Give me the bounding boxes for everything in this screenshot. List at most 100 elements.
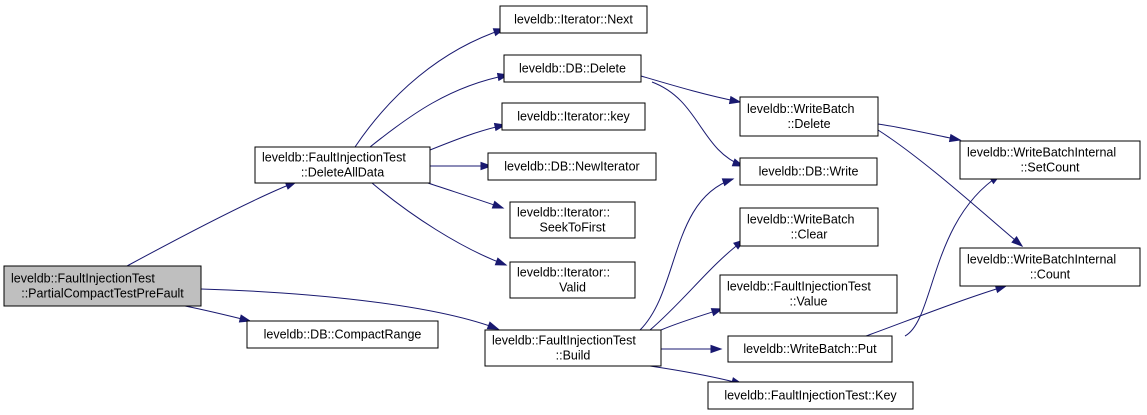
node-box [3,265,202,307]
edge-deletealldata-to-db_newiterator [430,161,493,171]
edge-line [371,182,507,266]
edge-db_delete-to-db_write [651,81,745,167]
node-label-line: leveldb::WriteBatchInternal [967,146,1116,160]
edge-line [126,181,297,267]
edge-root-to-compactrange [184,305,252,323]
edge-line [427,182,504,209]
node-label-line: leveldb::DB::CompactRange [264,328,422,342]
edge-build-to-fit_value [660,308,724,331]
node-db-newiterator[interactable]: leveldb::DB::NewIterator [487,152,657,181]
node-label-line: ::PartialCompactTestPreFault [21,287,184,301]
node-label-line: leveldb::WriteBatch::Put [743,342,877,356]
node-label-line: leveldb::WriteBatch [747,102,855,116]
node-box [739,207,879,247]
edge-line [651,81,744,167]
node-compactrange[interactable]: leveldb::DB::CompactRange [246,320,439,349]
node-label-line: leveldb::WriteBatch [747,213,855,227]
node-box [727,335,893,363]
edge-line [429,124,506,151]
node-label-line: leveldb::Iterator::Next [514,13,633,27]
arrowhead-icon [721,178,735,187]
edge-wb_delete-to-wbi_setcount [877,123,962,143]
edge-line [649,365,743,385]
node-wb-put[interactable]: leveldb::WriteBatch::Put [727,335,893,363]
node-label-line: ::Value [790,295,828,309]
node-box [484,329,662,367]
arrowhead-icon [1011,236,1024,247]
edge-root-to-build [200,288,500,330]
edge-build-to-db_write [639,178,735,331]
node-label-line: leveldb::DB::Write [759,165,859,179]
node-db-delete[interactable]: leveldb::DB::Delete [503,54,642,83]
node-label-line: leveldb::Iterator:: [517,206,610,220]
node-box [487,152,657,181]
node-box [503,54,642,83]
node-box [509,201,636,239]
arrowhead-icon [238,314,252,323]
node-label-line: leveldb::FaultInjectionTest [727,280,871,294]
edge-line [865,285,1007,337]
edge-wb_delete-to-wbi_count [877,129,1024,247]
node-build[interactable]: leveldb::FaultInjectionTest::Build [484,329,662,367]
node-wbi-setcount[interactable]: leveldb::WriteBatchInternal::SetCount [959,140,1141,180]
node-wbi-count[interactable]: leveldb::WriteBatchInternal::Count [959,247,1141,287]
edge-line [904,174,1001,337]
node-label-line: Valid [559,281,586,295]
edge-db_delete-to-wb_delete [640,75,742,105]
node-label-line: SeekToFirst [540,221,607,235]
node-box [707,381,914,410]
node-box [719,274,898,314]
node-iter-seektofirst[interactable]: leveldb::Iterator::SeekToFirst [509,201,636,239]
edge-line [369,74,509,148]
edge-line [639,178,734,331]
node-box [509,261,636,299]
node-root[interactable]: leveldb::FaultInjectionTest::PartialComp… [3,265,202,307]
edge-deletealldata-to-iter_next [354,28,506,148]
edge-deletealldata-to-iter_valid [371,182,508,266]
node-fit-key[interactable]: leveldb::FaultInjectionTest::Key [707,381,914,410]
node-label-line: ::Delete [787,117,830,131]
node-fit-value[interactable]: leveldb::FaultInjectionTest::Value [719,274,898,314]
node-wb-clear[interactable]: leveldb::WriteBatch::Clear [739,207,879,247]
node-iter-valid[interactable]: leveldb::Iterator::Valid [509,261,636,299]
edge-line [354,28,505,148]
node-box [501,102,646,131]
node-db-write[interactable]: leveldb::DB::Write [739,157,878,186]
arrowhead-icon [494,257,508,266]
node-box [959,140,1141,180]
arrowhead-icon [486,321,500,330]
node-iter-next[interactable]: leveldb::Iterator::Next [499,5,648,34]
node-label-line: ::DeleteAllData [301,166,384,180]
node-box [739,157,878,186]
node-label-line: leveldb::FaultInjectionTest::Key [724,389,897,403]
node-label-line: leveldb::Iterator:: [517,266,610,280]
node-box [739,96,879,137]
node-label-line: leveldb::DB::NewIterator [504,160,639,174]
edge-line [200,288,499,330]
node-label-line: leveldb::FaultInjectionTest [262,151,406,165]
node-deletealldata[interactable]: leveldb::FaultInjectionTest::DeleteAllDa… [254,146,431,184]
edge-build-to-wb_put [661,344,723,354]
edge-root-to-deletealldata [126,181,298,267]
edge-deletealldata-to-db_delete [369,72,510,148]
node-box [254,146,431,184]
node-box [499,5,648,34]
arrowhead-icon [728,95,742,105]
node-label-line: leveldb::FaultInjectionTest [492,334,636,348]
node-label-line: leveldb::WriteBatchInternal [967,253,1116,267]
node-iter-key[interactable]: leveldb::Iterator::key [501,102,646,131]
node-label-line: ::Clear [791,228,828,242]
edge-line [640,75,741,103]
node-label-line: leveldb::FaultInjectionTest [11,272,155,286]
node-label-line: ::Count [1030,268,1071,282]
arrowhead-icon [491,200,505,209]
arrowhead-icon [710,344,723,354]
arrowhead-icon [948,133,962,143]
node-wb-delete[interactable]: leveldb::WriteBatch::Delete [739,96,879,137]
edge-line [649,239,745,331]
node-box [959,247,1141,287]
arrowhead-icon [994,285,1008,294]
arrowhead-icon [480,161,493,171]
node-label-line: leveldb::DB::Delete [519,62,626,76]
